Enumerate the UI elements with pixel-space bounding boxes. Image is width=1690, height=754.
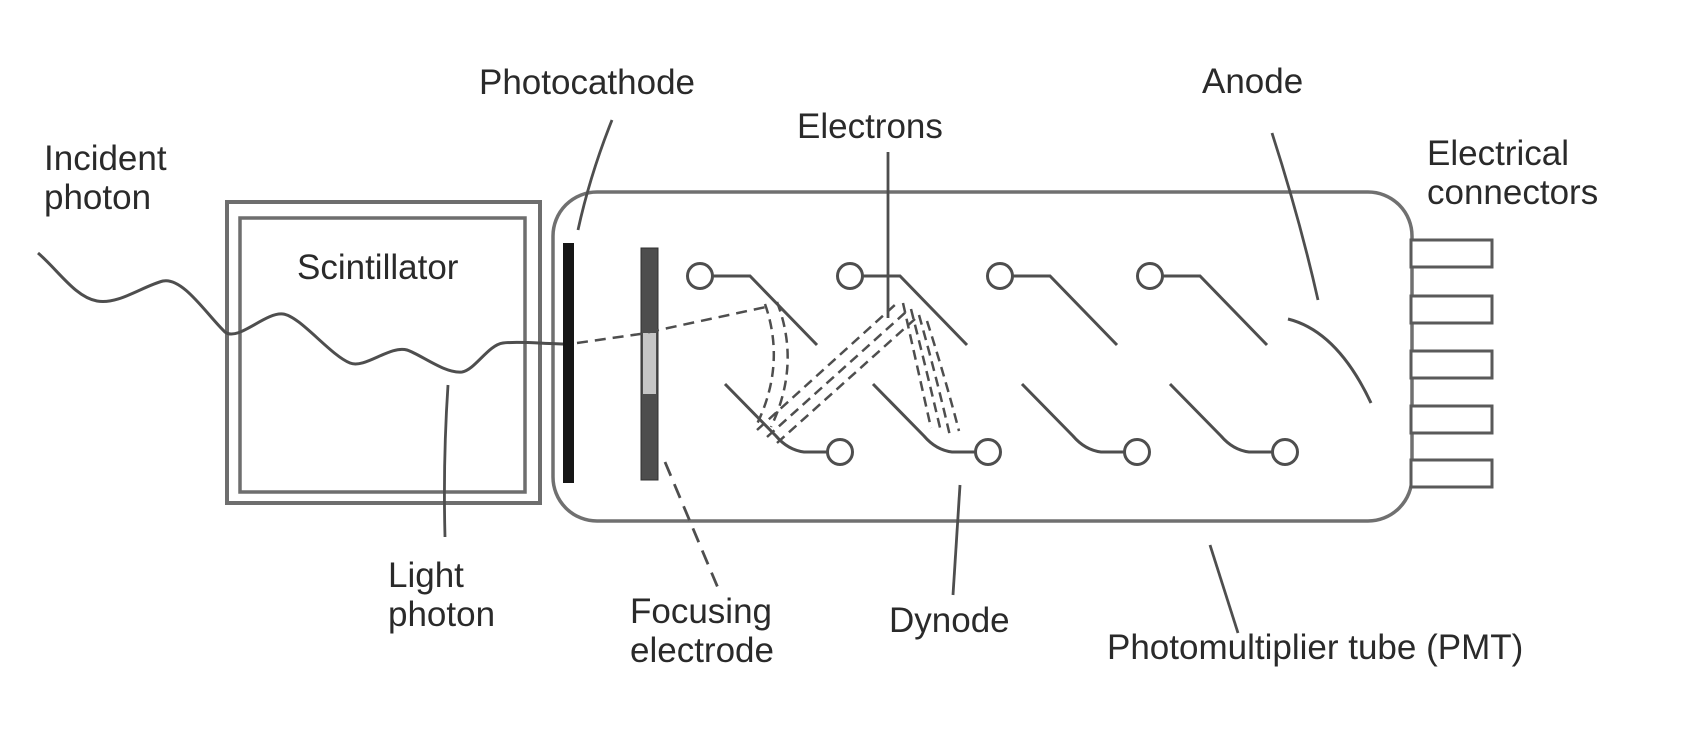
focusing-electrode-bar (640, 247, 659, 481)
dynode-top-2 (836, 262, 969, 347)
scintillator-inner-box (238, 216, 527, 494)
label-scintillator: Scintillator (297, 248, 459, 287)
label-electrons: Electrons (797, 107, 943, 146)
light-photon-leader (443, 384, 450, 538)
leader-lines (443, 119, 1320, 634)
electron-cascade-dashes (755, 301, 961, 444)
connector-pin-5 (1409, 458, 1494, 489)
dynode-bottom-1 (723, 382, 854, 466)
anode-curve (1287, 317, 1373, 404)
photocathode-bar (563, 243, 574, 483)
label-light-photon: Light photon (388, 556, 496, 634)
dynode-bottom-4 (1168, 382, 1299, 466)
connector-pin-2 (1409, 294, 1494, 325)
label-pmt: Photomultiplier tube (PMT) (1107, 628, 1524, 667)
label-anode: Anode (1202, 62, 1304, 101)
label-photocathode: Photocathode (479, 63, 696, 102)
anode-leader (1270, 132, 1320, 301)
label-dynode: Dynode (889, 601, 1010, 640)
dynode-bottom-3 (1020, 382, 1151, 466)
dynode-top-3 (986, 262, 1119, 347)
label-electrical-connectors: Electrical connectors (1427, 134, 1599, 212)
connector-pin-3 (1409, 349, 1494, 380)
top-dynodes (686, 262, 1269, 347)
dynode-leader (951, 484, 962, 596)
connector-pin-4 (1409, 404, 1494, 435)
label-focusing-electrode: Focusing electrode (630, 592, 774, 670)
dynode-bottom-2 (871, 382, 1002, 466)
pmt-leader (1208, 544, 1240, 634)
dynode-top-4 (1136, 262, 1269, 347)
electron-path-initial (576, 305, 767, 345)
dynode-top-1 (686, 262, 819, 347)
connector-pins (1409, 238, 1494, 489)
photocathode-leader (576, 119, 614, 231)
bottom-dynodes (723, 382, 1299, 466)
incident-photon-wave (37, 251, 568, 374)
connector-pin-1 (1409, 238, 1494, 269)
pmt-tube-outline (551, 190, 1414, 523)
label-incident-photon: Incident photon (44, 139, 167, 217)
